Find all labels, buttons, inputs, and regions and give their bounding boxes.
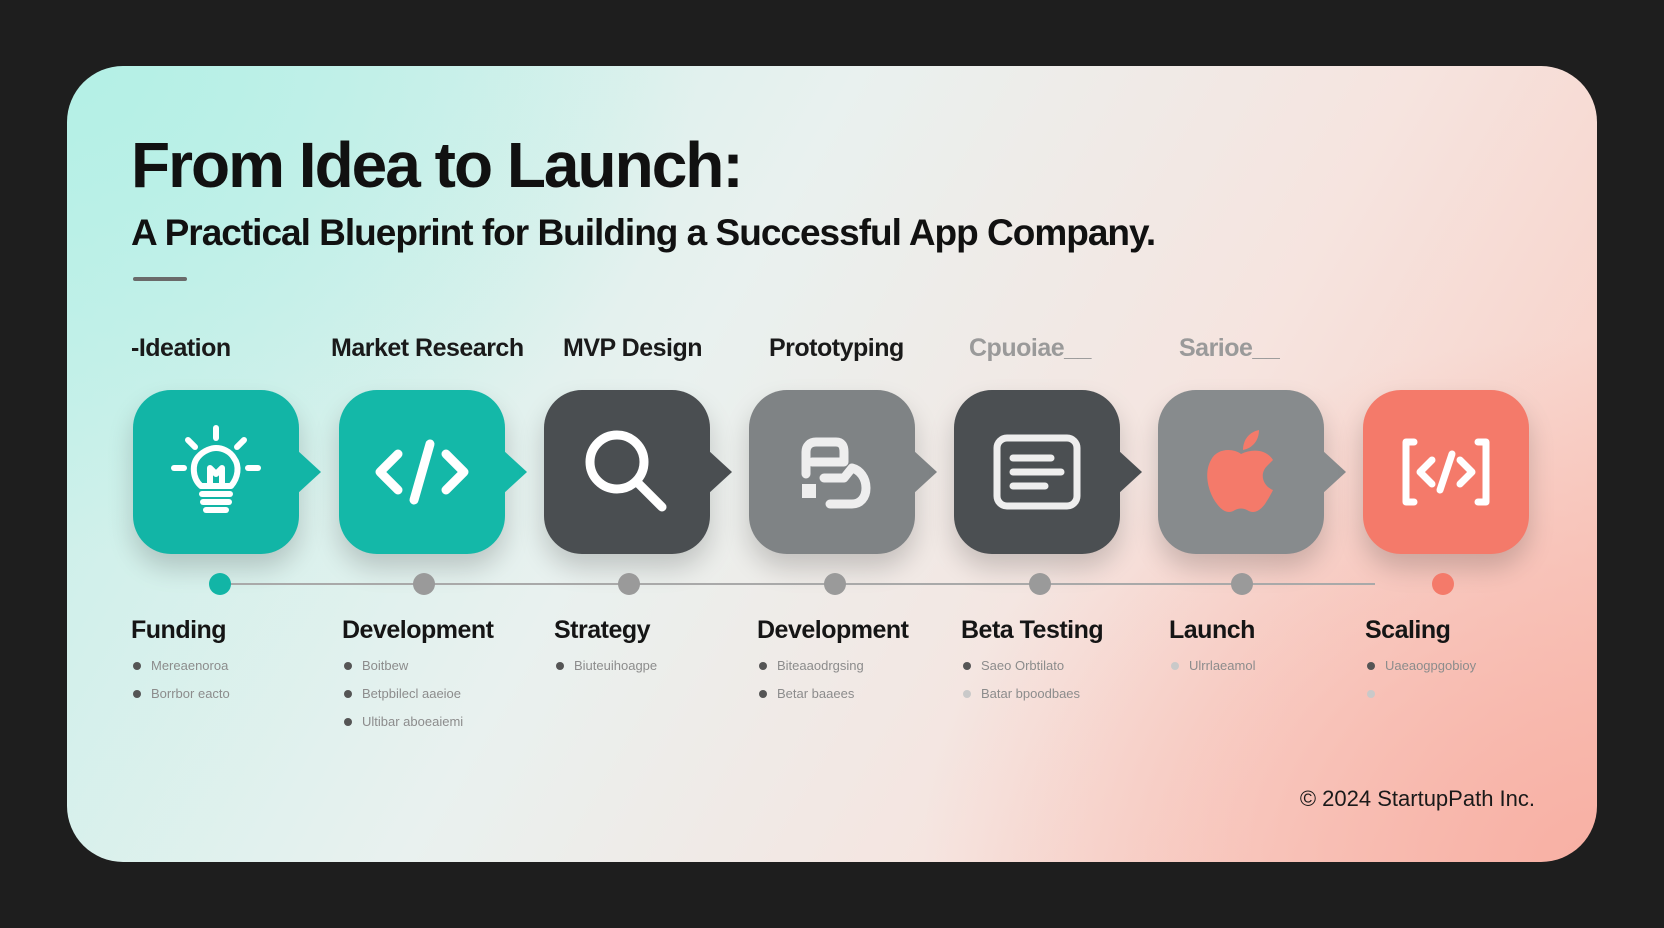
document-icon (993, 434, 1081, 510)
timeline-dot (413, 573, 435, 595)
step-label-strategy: Strategy (554, 616, 651, 644)
list-item: Ultibar aboeaiemi (342, 713, 463, 741)
timeline-dot (618, 573, 640, 595)
timeline-dot (1231, 573, 1253, 595)
top-label-faded-1: Cpuoiae__ (969, 334, 1091, 362)
chevron-right-icon (503, 450, 527, 494)
step-tile-beta-testing (954, 390, 1142, 554)
list-item: Betar baaees (757, 685, 864, 713)
step-tile-funding (133, 390, 321, 554)
search-icon (585, 430, 667, 512)
list-item: Boitbew (342, 657, 463, 685)
step-bullets-development-2: Biteaaodrgsing Betar baaees (757, 657, 864, 713)
step-tile-prototype (749, 390, 937, 554)
step-label-launch: Launch (1169, 616, 1255, 644)
step-bullets-beta-testing: Saeo Orbtilato Batar bpoodbaes (961, 657, 1080, 713)
top-label-mvp-design: MVP Design (563, 334, 703, 362)
lightbulb-icon (171, 425, 261, 513)
list-item: Saeo Orbtilato (961, 657, 1080, 685)
list-item (1365, 685, 1476, 713)
chevron-right-icon (708, 450, 732, 494)
step-bullets-funding: Mereaenoroa Borrbor eacto (131, 657, 230, 713)
timeline-dot (1432, 573, 1454, 595)
step-bullets-development: Boitbew Betpbilecl aaeioe Ultibar aboeai… (342, 657, 463, 741)
timeline-dot (209, 573, 231, 595)
step-tile-strategy (544, 390, 732, 554)
step-label-funding: Funding (131, 616, 227, 644)
page-title: From Idea to Launch: (131, 129, 744, 201)
step-label-development-2: Development (757, 616, 909, 644)
prototype-icon (801, 437, 871, 509)
timeline-line (219, 583, 1375, 585)
code-icon (375, 439, 469, 505)
top-label-ideation: -Ideation (131, 334, 231, 362)
step-bullets-strategy: Biuteuihoagpe (554, 657, 657, 685)
chevron-right-icon (1322, 450, 1346, 494)
timeline-dot (1029, 573, 1051, 595)
top-label-market-research: Market Research (331, 334, 524, 362)
list-item: Uaeaogpgobioy (1365, 657, 1476, 685)
apple-icon (1207, 430, 1273, 512)
code-brackets-icon (1402, 438, 1490, 506)
infographic-card: From Idea to Launch: A Practical Bluepri… (67, 66, 1597, 862)
list-item: Borrbor eacto (131, 685, 230, 713)
step-label-development: Development (342, 616, 494, 644)
list-item: Biteaaodrgsing (757, 657, 864, 685)
list-item: Ulrrlaeamol (1169, 657, 1255, 685)
step-tile-development (339, 390, 527, 554)
timeline-dot (824, 573, 846, 595)
list-item: Batar bpoodbaes (961, 685, 1080, 713)
list-item: Betpbilecl aaeioe (342, 685, 463, 713)
chevron-right-icon (1118, 450, 1142, 494)
top-label-prototyping: Prototyping (769, 334, 904, 362)
title-divider (133, 277, 187, 281)
list-item: Biuteuihoagpe (554, 657, 657, 685)
page-subtitle: A Practical Blueprint for Building a Suc… (131, 212, 1156, 253)
step-bullets-launch: Ulrrlaeamol (1169, 657, 1255, 685)
step-tile-scaling (1363, 390, 1529, 554)
top-label-faded-2: Sarioe__ (1179, 334, 1280, 362)
step-tile-launch (1158, 390, 1346, 554)
copyright-text: © 2024 StartupPath Inc. (1299, 786, 1535, 811)
list-item: Mereaenoroa (131, 657, 230, 685)
step-label-beta-testing: Beta Testing (961, 616, 1104, 644)
chevron-right-icon (913, 450, 937, 494)
step-label-scaling: Scaling (1365, 616, 1451, 644)
step-bullets-scaling: Uaeaogpgobioy (1365, 657, 1476, 713)
chevron-right-icon (297, 450, 321, 494)
